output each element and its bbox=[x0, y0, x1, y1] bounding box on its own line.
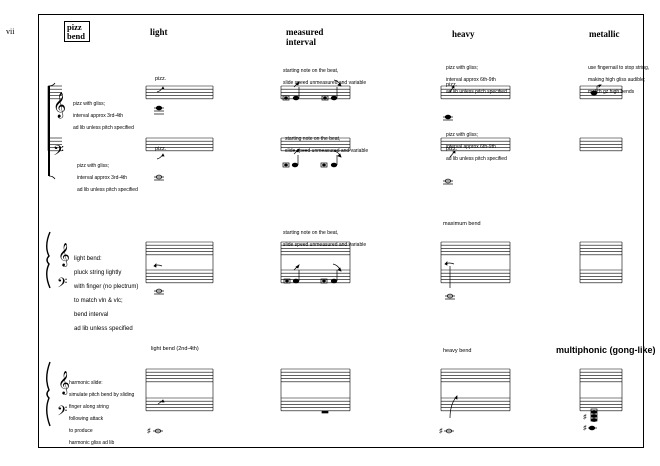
metallic-column-marks: ♯ ♯ bbox=[583, 84, 602, 432]
sharp-icon: ♯ bbox=[147, 428, 151, 435]
staff-lines bbox=[47, 85, 623, 412]
pizz-mark-light-top: pizz. bbox=[155, 76, 167, 82]
heavy-row2-note: maximum bend bbox=[443, 221, 481, 227]
bass-clef-icon: 𝄢 bbox=[57, 403, 67, 422]
multiphonic-label: multiphonic (gong-like) bbox=[556, 345, 656, 355]
system-brackets bbox=[46, 82, 56, 427]
column-header-metallic: metallic bbox=[589, 29, 620, 39]
heavy-row3-note: heavy bend bbox=[443, 348, 472, 354]
sharp-icon: ♯ bbox=[583, 425, 587, 432]
pizz-bend-box: pizz bend bbox=[64, 21, 90, 42]
treble-clef-icon: 𝄞 bbox=[58, 242, 70, 267]
light-column-marks: ♯ bbox=[147, 86, 165, 435]
sharp-icon: ♯ bbox=[583, 414, 587, 421]
treble-clef-icon: 𝄞 bbox=[58, 370, 70, 395]
page-frame bbox=[38, 14, 644, 448]
page-number: vii bbox=[6, 27, 15, 36]
measured-top-note: starting note on the beat, slide speed u… bbox=[283, 68, 367, 86]
bend-label: bend bbox=[67, 31, 85, 41]
measured-column-marks bbox=[282, 79, 342, 414]
column-header-heavy: heavy bbox=[452, 29, 475, 39]
heavy-column-marks: ♯ bbox=[439, 85, 458, 435]
row1-bottom-description: pizz with gliss; interval approx 3rd-4th… bbox=[77, 163, 138, 193]
row3-description: harmonic slide: simulate pitch bend by s… bbox=[69, 380, 135, 446]
bass-clef-icon: 𝄢 bbox=[57, 275, 67, 294]
pizz-mark-heavy-top: pizz. bbox=[446, 82, 458, 88]
clefs: 𝄞 𝄢 𝄞 𝄢 𝄞 𝄢 bbox=[53, 92, 70, 422]
pizz-mark-light-bottom: pizz. bbox=[155, 146, 167, 152]
column-header-light: light bbox=[150, 27, 168, 37]
heavy-bottom-note: pizz with gliss; interval approx 6th-9th… bbox=[446, 132, 507, 162]
sharp-icon: ♯ bbox=[439, 428, 443, 435]
treble-clef-icon: 𝄞 bbox=[53, 92, 66, 118]
row2-description: light bend: pluck string lightly with fi… bbox=[74, 256, 139, 332]
light-row3-note: light bend (2nd-4th) bbox=[151, 346, 199, 352]
pizz-mark-heavy-bottom: pizz. bbox=[446, 146, 458, 152]
row1-top-description: pizz with gliss; interval approx 3rd-4th… bbox=[73, 101, 134, 131]
column-header-measured-interval: measured interval bbox=[286, 27, 324, 47]
pizz-label: pizz bbox=[67, 22, 82, 32]
bass-clef-icon: 𝄢 bbox=[53, 143, 64, 163]
heavy-top-note: pizz with gliss; interval approx 6th-9th… bbox=[446, 65, 507, 95]
